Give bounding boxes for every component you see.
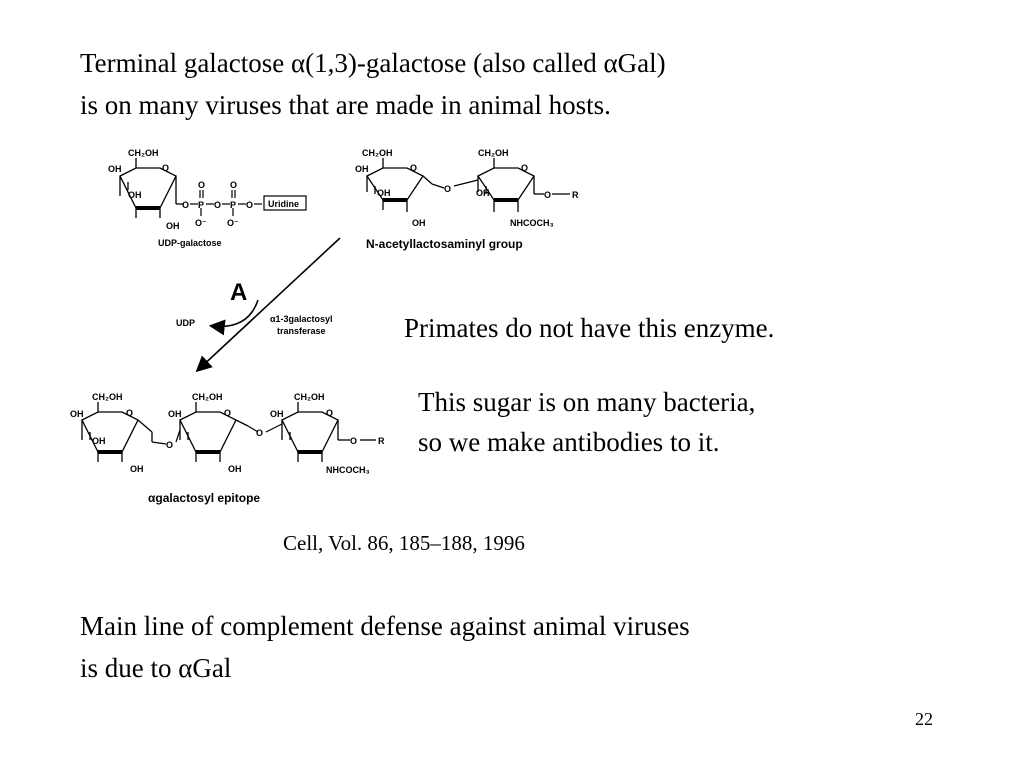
linkage-oxygen-label: O bbox=[444, 184, 451, 194]
ring-oxygen-label: O bbox=[126, 408, 133, 418]
step-a-label: A bbox=[230, 279, 247, 306]
linkage-oxygen-label: O bbox=[256, 428, 263, 438]
bacteria-note-line-1: This sugar is on many bacteria, bbox=[418, 387, 756, 417]
epitope-structure: CH₂OH CH₂OH CH₂OH O O O OH OH OH OH OH O… bbox=[70, 392, 385, 505]
phosphorus-label: P bbox=[230, 200, 236, 210]
ch2oh-label: CH₂OH bbox=[92, 392, 123, 402]
sugar-ring bbox=[81, 402, 153, 462]
bacteria-note: This sugar is on many bacteria, so we ma… bbox=[418, 382, 755, 462]
glycosidic-bond bbox=[431, 179, 479, 189]
sugar-ring bbox=[366, 158, 433, 212]
oxygen-label: O bbox=[198, 180, 205, 190]
page-number: 22 bbox=[915, 709, 933, 729]
ch2oh-label: CH₂OH bbox=[362, 148, 393, 158]
udp-galactose-structure: CH₂OH O OH OH OH O P O P O O O O⁻ O⁻ Uri… bbox=[108, 148, 307, 248]
oh-label: OH bbox=[108, 164, 122, 174]
oh-label: OH bbox=[70, 409, 84, 419]
linkage-oxygen-label: O bbox=[166, 440, 173, 450]
oh-label: OH bbox=[412, 218, 426, 228]
glycosidic-bond bbox=[151, 423, 283, 445]
phosphorus-label: P bbox=[198, 200, 204, 210]
ch2oh-label: CH₂OH bbox=[478, 148, 509, 158]
sugar-ring bbox=[179, 402, 249, 462]
udp-galactose-caption: UDP-galactose bbox=[158, 238, 222, 248]
ch2oh-label: CH₂OH bbox=[128, 148, 159, 158]
oh-label: OH bbox=[270, 409, 284, 419]
udp-label: UDP bbox=[176, 318, 195, 328]
oxygen-anion-label: O⁻ bbox=[227, 218, 239, 228]
oh-label: OH bbox=[130, 464, 144, 474]
uridine-label: Uridine bbox=[268, 199, 299, 209]
r-group-label: R bbox=[572, 190, 579, 200]
oxygen-label: O bbox=[544, 190, 551, 200]
ring-oxygen-label: O bbox=[162, 163, 169, 173]
sugar-ring bbox=[119, 158, 184, 218]
title-line-1: Terminal galactose α(1,3)-galactose (als… bbox=[80, 48, 666, 78]
oh-label: OH bbox=[476, 188, 490, 198]
nhcoch3-label: NHCOCH₃ bbox=[326, 465, 370, 475]
ch2oh-label: CH₂OH bbox=[294, 392, 325, 402]
nhcoch3-label: NHCOCH₃ bbox=[510, 218, 554, 228]
bottom-line-1: Main line of complement defense against … bbox=[80, 611, 690, 641]
enzyme-note: Primates do not have this enzyme. bbox=[404, 313, 775, 343]
slide-title: Terminal galactose α(1,3)-galactose (als… bbox=[80, 42, 666, 126]
citation: Cell, Vol. 86, 185–188, 1996 bbox=[283, 531, 525, 555]
bottom-line-2: is due to αGal bbox=[80, 653, 232, 683]
bottom-statement: Main line of complement defense against … bbox=[80, 605, 690, 689]
oxygen-label: O bbox=[182, 200, 189, 210]
oh-label: OH bbox=[377, 188, 391, 198]
oxygen-label: O bbox=[350, 436, 357, 446]
ring-oxygen-label: O bbox=[224, 408, 231, 418]
epitope-caption: αgalactosyl epitope bbox=[148, 491, 260, 505]
oh-label: OH bbox=[228, 464, 242, 474]
oh-label: OH bbox=[92, 436, 106, 446]
oxygen-anion-label: O⁻ bbox=[195, 218, 207, 228]
r-group-label: R bbox=[378, 436, 385, 446]
sugar-ring bbox=[281, 402, 376, 462]
oxygen-label: O bbox=[246, 200, 253, 210]
enzyme-label-line1: α1-3galactosyl bbox=[270, 314, 333, 324]
lactosamine-caption: N-acetyllactosaminyl group bbox=[366, 237, 523, 251]
oxygen-label: O bbox=[230, 180, 237, 190]
phosphate-chain bbox=[190, 190, 307, 216]
title-line-2: is on many viruses that are made in anim… bbox=[80, 90, 611, 120]
ring-oxygen-label: O bbox=[326, 408, 333, 418]
udp-release-arrow bbox=[208, 299, 259, 336]
oh-label: OH bbox=[166, 221, 180, 231]
enzyme-label-line2: transferase bbox=[277, 326, 326, 336]
oh-label: OH bbox=[128, 190, 142, 200]
oh-label: OH bbox=[168, 409, 182, 419]
oxygen-label: O bbox=[214, 200, 221, 210]
lactosamine-structure: CH₂OH CH₂OH O O OH OH OH OH O O R NHCOCH… bbox=[355, 148, 579, 251]
ring-oxygen-label: O bbox=[521, 163, 528, 173]
ch2oh-label: CH₂OH bbox=[192, 392, 223, 402]
oh-label: OH bbox=[355, 164, 369, 174]
reaction-arrow bbox=[195, 237, 341, 373]
ring-oxygen-label: O bbox=[410, 163, 417, 173]
bacteria-note-line-2: so we make antibodies to it. bbox=[418, 427, 720, 457]
reaction-arrows bbox=[195, 237, 341, 373]
sugar-ring bbox=[477, 158, 570, 212]
